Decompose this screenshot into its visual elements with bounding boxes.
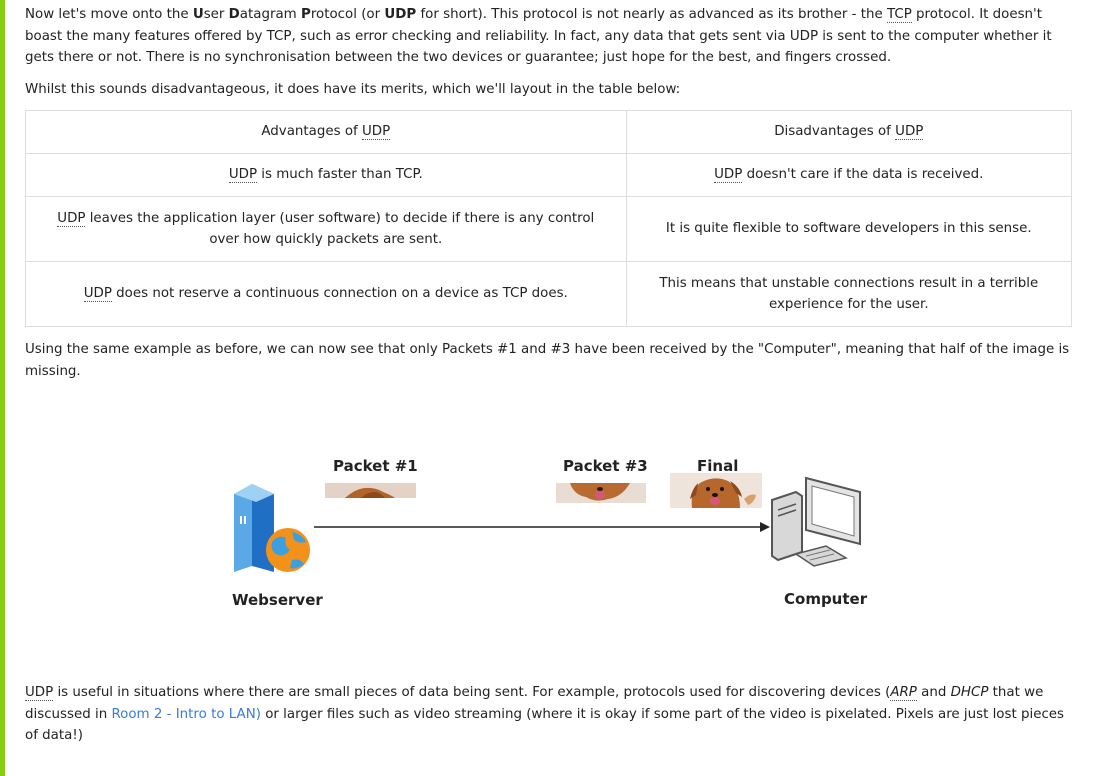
header-text: Disadvantages of: [774, 124, 896, 140]
advantage-cell: UDP does not reserve a continuous connec…: [25, 261, 627, 327]
intro-text: protocol. It doesn't boast the many feat…: [25, 7, 1052, 65]
webserver-label: Webserver: [232, 591, 323, 609]
packet3-label: Packet #3: [563, 457, 648, 475]
left-accent-bar: [0, 0, 5, 776]
udp-abbreviation[interactable]: UDP: [83, 286, 112, 303]
udp-abbreviation[interactable]: UDP: [362, 124, 391, 141]
final-image: [670, 473, 762, 508]
intro-text: ser: [203, 7, 229, 22]
example-paragraph: Using the same example as before, we can…: [25, 342, 1070, 379]
udp-comparison-table: Advantages of UDP Disadvantages of UDP U…: [25, 110, 1073, 327]
webserver-icon: [232, 480, 312, 576]
closing-paragraph: UDP is useful in situations where there …: [25, 682, 1073, 747]
advantage-cell: UDP leaves the application layer (user s…: [25, 196, 627, 262]
tcp-abbreviation[interactable]: TCP: [886, 7, 912, 23]
disadvantage-cell: This means that unstable connections res…: [625, 261, 1073, 327]
intro-bold-d: D: [228, 7, 240, 22]
packet3-image: [556, 483, 646, 503]
intro-bold-udp: UDP: [384, 7, 417, 22]
cell-text: doesn't care if the data is received.: [742, 167, 984, 183]
advantage-cell: UDP is much faster than TCP.: [25, 153, 627, 197]
header-advantages: Advantages of UDP: [25, 110, 627, 154]
udp-abbreviation[interactable]: UDP: [57, 210, 86, 227]
article-content: Now let's move onto the User Datagram Pr…: [25, 4, 1073, 757]
computer-label: Computer: [784, 590, 868, 608]
closing-text: that we discussed in: [25, 685, 1044, 722]
arp-abbreviation[interactable]: ARP: [890, 685, 917, 701]
header-disadvantages: Disadvantages of UDP: [625, 110, 1073, 154]
intro-text: atagram: [239, 7, 301, 22]
table-header-row: Advantages of UDP Disadvantages of UDP: [25, 110, 1073, 154]
udp-abbreviation[interactable]: UDP: [25, 685, 54, 701]
udp-abbreviation[interactable]: UDP: [895, 124, 924, 141]
table-row: UDP is much faster than TCP. UDP doesn't…: [25, 153, 1073, 197]
intro-bold-p: P: [300, 7, 311, 22]
intro-text: for short). This protocol is not nearly …: [416, 7, 887, 22]
merits-paragraph: Whilst this sounds disadvantageous, it d…: [25, 81, 681, 97]
intro-text: Now let's move onto the: [25, 7, 193, 22]
room2-intro-to-lan-link[interactable]: Room 2 - Intro to LAN): [111, 706, 261, 722]
intro-paragraph: Now let's move onto the User Datagram Pr…: [25, 4, 1073, 69]
udp-abbreviation[interactable]: UDP: [228, 167, 258, 184]
intro-bold-u: U: [192, 7, 204, 22]
udp-abbreviation[interactable]: UDP: [714, 167, 743, 184]
transfer-arrow: [314, 519, 770, 532]
cell-text: leaves the application layer (user softw…: [85, 210, 595, 248]
disadvantage-cell: UDP doesn't care if the data is received…: [625, 153, 1073, 197]
intro-text: rotocol (or: [310, 7, 385, 22]
table-row: UDP leaves the application layer (user s…: [25, 196, 1073, 262]
final-label: Final: [697, 457, 739, 475]
packet1-label: Packet #1: [333, 457, 418, 475]
closing-text: or larger files such as video streaming …: [25, 706, 1065, 744]
packet1-image: [325, 483, 416, 498]
closing-text: is useful in situations where there are …: [53, 685, 891, 700]
closing-text: and: [916, 685, 951, 700]
table-row: UDP does not reserve a continuous connec…: [25, 261, 1073, 327]
computer-icon: [766, 472, 866, 572]
udp-transfer-diagram: Packet #1 Packet #3 Final Webserver Comp…: [25, 392, 1073, 682]
cell-text: is much faster than TCP.: [257, 167, 423, 183]
disadvantage-cell: It is quite flexible to software develop…: [625, 196, 1073, 262]
cell-text: does not reserve a continuous connection…: [111, 286, 568, 302]
dhcp-text: DHCP: [950, 685, 989, 700]
header-text: Advantages of: [261, 124, 362, 140]
